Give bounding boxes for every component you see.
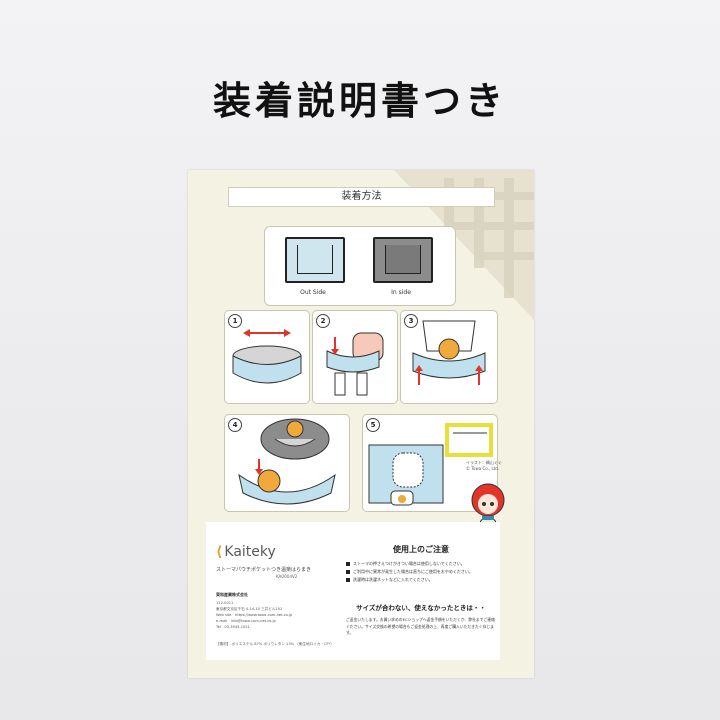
worn-illustration: [368, 423, 493, 506]
fit-title: サイズが合わない、使えなかったときは・・: [356, 604, 486, 612]
step-2-panel: 2: [312, 310, 398, 404]
step-4-panel: 4: [224, 414, 350, 512]
info-box: ⟨Kaiteky ストーマパウチポケットつき温楽はらまき KAO004V2 東和…: [206, 522, 500, 660]
caution-item: ストーマの押さえつけがきつい場合は使用しないでください。: [346, 560, 496, 568]
step-4-number: 4: [228, 418, 242, 432]
caution-item: 洗濯時は洗濯ネットなどに入れてください。: [346, 576, 496, 584]
mascot-illustration: [471, 483, 505, 533]
fit-text: ご返金いたします。お買い求めのECショップへ返金手順をいただくか、弊社までご連絡…: [346, 617, 495, 635]
step-3-panel: 3: [400, 310, 498, 404]
step-1-panel: 1: [224, 310, 310, 404]
illustration-credit: イラスト：鵜山ぐぐ © Towa Co., Ltd.: [466, 460, 502, 472]
side-overview: Out Side In side: [264, 226, 456, 306]
inside-label: In side: [391, 289, 411, 296]
pull-up-illustration: [412, 320, 486, 385]
step-5-number: 5: [366, 418, 380, 432]
material-note: 【素材】 ポリエステル 87% ポリウレタン 13% （側生地ロイカ・CF*）: [216, 642, 334, 646]
credit-line-2: © Towa Co., Ltd.: [466, 466, 500, 471]
caution-item: ご利用中に異常が発生した場合は直ちにご使用をおやめください。: [346, 568, 496, 576]
inside-swatch: [373, 237, 433, 283]
credit-line-1: イラスト：鵜山ぐぐ: [466, 460, 502, 465]
putting-on-illustration: [326, 332, 384, 396]
caution-title: 使用上のご注意: [393, 545, 449, 554]
step-1-number: 1: [228, 314, 242, 328]
step-3-number: 3: [404, 314, 418, 328]
info-line: Web site https://www.towa-com-net.co.jp: [216, 613, 293, 617]
brand-logo: ⟨Kaiteky: [216, 544, 276, 560]
step-2-number: 2: [316, 314, 330, 328]
caution-list: ストーマの押さえつけがきつい場合は使用しないでください。 ご利用中に異常が発生し…: [346, 560, 496, 584]
headline: 装着説明書つき: [212, 79, 507, 123]
company-name: 東和産業株式会社: [216, 592, 248, 597]
info-line: 東京都文京区千石 4-14-10 三井ビル101: [216, 607, 283, 611]
product-name: ストーマパウチポケットつき温楽はらまき: [216, 567, 312, 573]
pouch-pocket-illustration: [238, 418, 336, 505]
brand-name: Kaiteky: [224, 544, 276, 560]
section-title: 装着方法: [228, 187, 495, 207]
belt-stretch-illustration: [232, 329, 302, 384]
product-code: KAO004V2: [276, 574, 298, 579]
company-info: 112-0011 東京都文京区千石 4-14-10 三井ビル101 Web si…: [216, 600, 356, 630]
outside-label: Out Side: [300, 289, 326, 296]
outside-swatch: [285, 237, 345, 283]
instruction-sheet: 装着方法 Out Side In side 1 2: [188, 170, 534, 678]
info-line: e-mail info@towa-com-net.co.jp: [216, 619, 276, 623]
info-line: 112-0011: [216, 601, 234, 605]
info-line: Tel 03-3945-1021: [216, 625, 250, 629]
